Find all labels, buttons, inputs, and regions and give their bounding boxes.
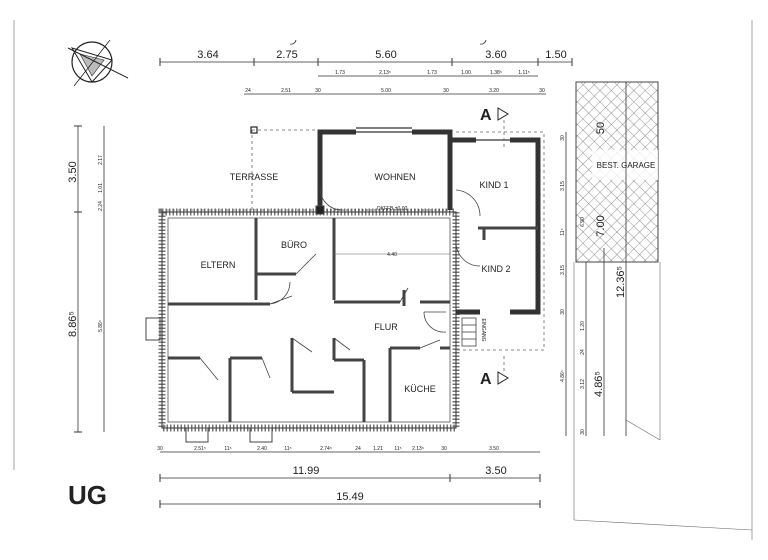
top-dimension-chain-2: 1.73 2.13⁵ 1.73 1.00 1.38⁵ 1.11⁵ <box>318 70 538 77</box>
top-dimension-chain-3: 24 2.51 30 5.00 30 3.20 30 <box>244 88 546 95</box>
dim-right-small-1: 30 <box>560 135 566 141</box>
dim-span-440: 4.40 <box>387 252 397 258</box>
dim-top2-1: 1.73 <box>335 70 345 76</box>
room-kind-1: KIND 1 <box>479 180 508 190</box>
dim-top2-5: 1.38⁵ <box>490 70 502 76</box>
section-marker-bottom: A <box>480 356 509 388</box>
dim-left-2: 8.86⁵ <box>67 311 79 337</box>
right-dimension-chain: 12.36⁵ 4.86⁵ 30 3.15 6.90 11⁵ 3.15 30 1.… <box>560 82 661 441</box>
bottom-dimension-chain: 30 2.51⁵ 11⁵ 2.40 11⁵ 2.74⁵ 24 1.21 11⁵ … <box>157 446 540 453</box>
dim-bottom-total: 15.49 <box>336 491 364 503</box>
dim-top2-4: 1.00 <box>461 70 471 76</box>
room-wohnen: WOHNEN <box>375 172 416 182</box>
house-outline <box>158 127 545 432</box>
dim-right-2: 4.86⁵ <box>593 371 605 397</box>
dim-bottom-small-4: 2.40 <box>257 446 267 452</box>
dim-top3-5: 30 <box>443 88 449 94</box>
dim-bottom-small-5: 11⁵ <box>284 446 291 452</box>
dim-left-small-3: 2.24 <box>98 201 104 211</box>
floor-level-label: OKFFB ±0.00 <box>377 206 408 212</box>
dim-bottom-small-1: 30 <box>157 446 163 452</box>
dim-top3-1: 24 <box>245 88 251 94</box>
dim-left-small-2: 1.01 <box>98 183 104 193</box>
north-arrow-icon <box>67 39 129 87</box>
dim-right-small-4: 11⁵ <box>560 228 566 235</box>
dim-top3-3: 30 <box>315 88 321 94</box>
dim-bottom-small-2: 2.51⁵ <box>194 446 206 452</box>
terrace-area: TERRASSE <box>160 126 321 211</box>
dim-right-small-6: 30 <box>560 309 566 315</box>
dim-bottom-small-8: 1.21 <box>373 446 383 452</box>
garage-dim-700: 7.00 <box>595 215 607 236</box>
dim-right-1: 12.36⁵ <box>615 266 627 298</box>
dim-left-1: 3.50 <box>67 161 79 182</box>
top-dimension-chain: 3.64 2.75 5.60 3.60 1.50 <box>159 39 573 66</box>
dim-right-small-8: 24 <box>580 349 586 355</box>
floor-label: UG <box>68 480 107 510</box>
dim-left-small-1: 2.17 <box>98 155 104 165</box>
dim-bottom-small-7: 24 <box>355 446 361 452</box>
dim-top-4: 3.60 <box>485 49 506 61</box>
dim-left-small-4: 5.86⁵ <box>98 320 104 332</box>
dim-bottom-small-10: 2.13⁵ <box>412 446 424 452</box>
room-buero: BÜRO <box>281 240 307 250</box>
garage-area: BEST. GARAGE 50 7.00 <box>573 81 753 531</box>
dim-bottom-small-9: 11⁵ <box>394 446 401 452</box>
dim-right-small-10: 4.86⁵ <box>560 370 566 382</box>
section-label-top: A <box>480 107 492 124</box>
garage-dim-50: 50 <box>595 122 607 134</box>
room-eltern: ELTERN <box>201 260 236 270</box>
eingang-label: EINGANG <box>480 318 486 341</box>
dim-top-5: 1.50 <box>545 49 566 61</box>
dim-top2-3: 1.73 <box>427 70 437 76</box>
dim-bottom-11-99: 11.99 <box>293 465 320 477</box>
entrance-steps <box>461 317 477 347</box>
dim-bottom-small-3: 11⁵ <box>224 446 231 452</box>
dim-bottom-small-12: 3.50 <box>489 446 499 452</box>
left-dimension-chain: 3.50 8.86⁵ 2.17 1.01 2.24 5.86⁵ <box>67 125 105 433</box>
wall-projections <box>145 205 325 443</box>
dim-bottom-small-6: 2.74⁵ <box>320 446 332 452</box>
dim-bottom-small-11: 30 <box>441 446 447 452</box>
bottom-dimension-total: 15.49 <box>159 491 541 508</box>
dim-right-small-5: 3.15 <box>560 265 566 275</box>
dim-top-1: 3.64 <box>197 49 218 61</box>
room-kueche: KÜCHE <box>404 384 436 394</box>
interior-walls <box>168 218 450 422</box>
door-swings <box>199 187 481 381</box>
dim-top-2: 2.75 <box>276 49 297 61</box>
dim-top3-4: 5.00 <box>381 88 391 94</box>
room-flur: FLUR <box>374 322 398 332</box>
room-terrasse: TERRASSE <box>230 172 279 182</box>
dim-bottom-3-50: 3.50 <box>485 465 506 477</box>
dim-top2-6: 1.11⁵ <box>518 70 529 76</box>
dim-right-small-11: 30 <box>580 429 586 435</box>
dim-top-3: 5.60 <box>375 49 396 61</box>
dim-right-small-7: 1.20 <box>580 321 586 331</box>
dim-right-small-2: 3.15 <box>560 181 566 191</box>
dim-top3-6: 3.20 <box>489 88 499 94</box>
dim-right-small-9: 3.12 <box>580 379 586 389</box>
bottom-dimension-chain-mid: 11.99 3.50 <box>159 465 541 482</box>
room-kind-2: KIND 2 <box>481 264 510 274</box>
dim-right-small-3: 6.90 <box>580 217 586 227</box>
section-marker-top: A <box>480 107 509 148</box>
dim-top2-2: 2.13⁵ <box>379 70 391 76</box>
dim-top3-2: 2.51 <box>281 88 291 94</box>
dim-top3-7: 30 <box>539 88 545 94</box>
section-label-bottom: A <box>480 371 492 388</box>
